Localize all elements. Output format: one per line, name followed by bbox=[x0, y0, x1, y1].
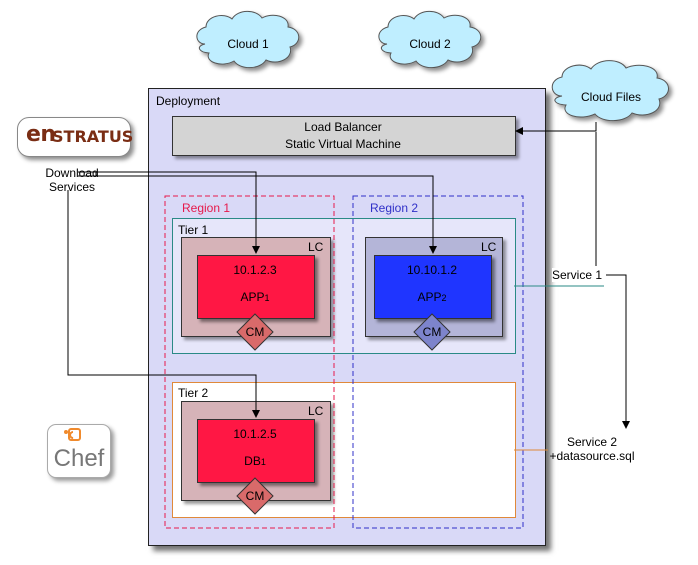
cloud-files-label: Cloud Files bbox=[580, 90, 642, 104]
service-2-label-line1: Service 2 bbox=[566, 435, 618, 449]
cm-label-app2: CM bbox=[422, 325, 442, 339]
enstratus-logo-en: en bbox=[26, 122, 56, 147]
region-1-label: Region 1 bbox=[182, 201, 231, 215]
cm-diamond-app2[interactable] bbox=[413, 313, 451, 351]
cloud-files-to-lb-line bbox=[515, 122, 597, 135]
vm-db1[interactable] bbox=[197, 419, 315, 483]
cm-label-app1: CM bbox=[245, 325, 265, 339]
load-balancer-box bbox=[172, 116, 516, 156]
cm-label-db1: CM bbox=[245, 489, 265, 503]
cloud-1-label: Cloud 1 bbox=[227, 37, 269, 51]
region-2-label: Region 2 bbox=[370, 201, 419, 215]
load-balancer-line1: Load Balancer bbox=[304, 120, 382, 134]
region-2-boundary bbox=[352, 195, 524, 529]
cm-diamond-db1[interactable] bbox=[236, 477, 274, 515]
vm-app1[interactable] bbox=[197, 255, 315, 319]
enstratus-logo[interactable]: en STRATUS bbox=[17, 117, 134, 157]
lc-label-app2: LC bbox=[481, 240, 497, 254]
download-line-app1 bbox=[78, 171, 260, 254]
chef-mark-icon bbox=[64, 428, 81, 441]
lc-label-app1: LC bbox=[308, 240, 324, 254]
service1-to-service2-arrow bbox=[606, 274, 630, 429]
vm-app2-subscript: 2 bbox=[441, 293, 447, 303]
vm-app2[interactable] bbox=[374, 255, 492, 319]
vm-db1-name: DB1 bbox=[244, 454, 266, 468]
vm-app1-subscript: 1 bbox=[264, 293, 270, 303]
download-line-app2 bbox=[78, 172, 433, 253]
vm-app2-name: APP2 bbox=[417, 290, 447, 304]
vm-db1-subscript: 1 bbox=[260, 457, 266, 467]
lc-label-db1: LC bbox=[308, 404, 324, 418]
tier-1-label: Tier 1 bbox=[178, 223, 209, 237]
cloud-2-shape bbox=[378, 10, 482, 69]
service-2-label-line2: +datasource.sql bbox=[549, 449, 635, 463]
cloud-1-shape bbox=[196, 10, 300, 69]
deployment-title: Deployment bbox=[156, 94, 221, 108]
download-line-db1 bbox=[67, 190, 260, 418]
download-services-line2: Services bbox=[48, 180, 95, 194]
service-1-label: Service 1 bbox=[552, 268, 603, 282]
chef-logo[interactable]: Chef bbox=[47, 424, 111, 478]
tier-2-label: Tier 2 bbox=[178, 386, 209, 400]
vm-app1-name: APP1 bbox=[240, 290, 270, 304]
cm-diamond-app1[interactable] bbox=[236, 313, 274, 351]
download-services-line1: Download bbox=[45, 166, 99, 180]
chef-logo-text: Chef bbox=[53, 445, 105, 472]
vm-db1-ip: 10.1.2.5 bbox=[233, 427, 277, 441]
vm-app2-ip: 10.10.1.2 bbox=[406, 263, 458, 277]
cloud-files-shape bbox=[551, 60, 669, 122]
enstratus-logo-stratus: STRATUS bbox=[52, 127, 134, 146]
region-1-boundary bbox=[164, 195, 335, 529]
cloud-2-label: Cloud 2 bbox=[409, 37, 451, 51]
vm-app1-ip: 10.1.2.3 bbox=[233, 263, 277, 277]
load-balancer-line2: Static Virtual Machine bbox=[285, 137, 401, 151]
